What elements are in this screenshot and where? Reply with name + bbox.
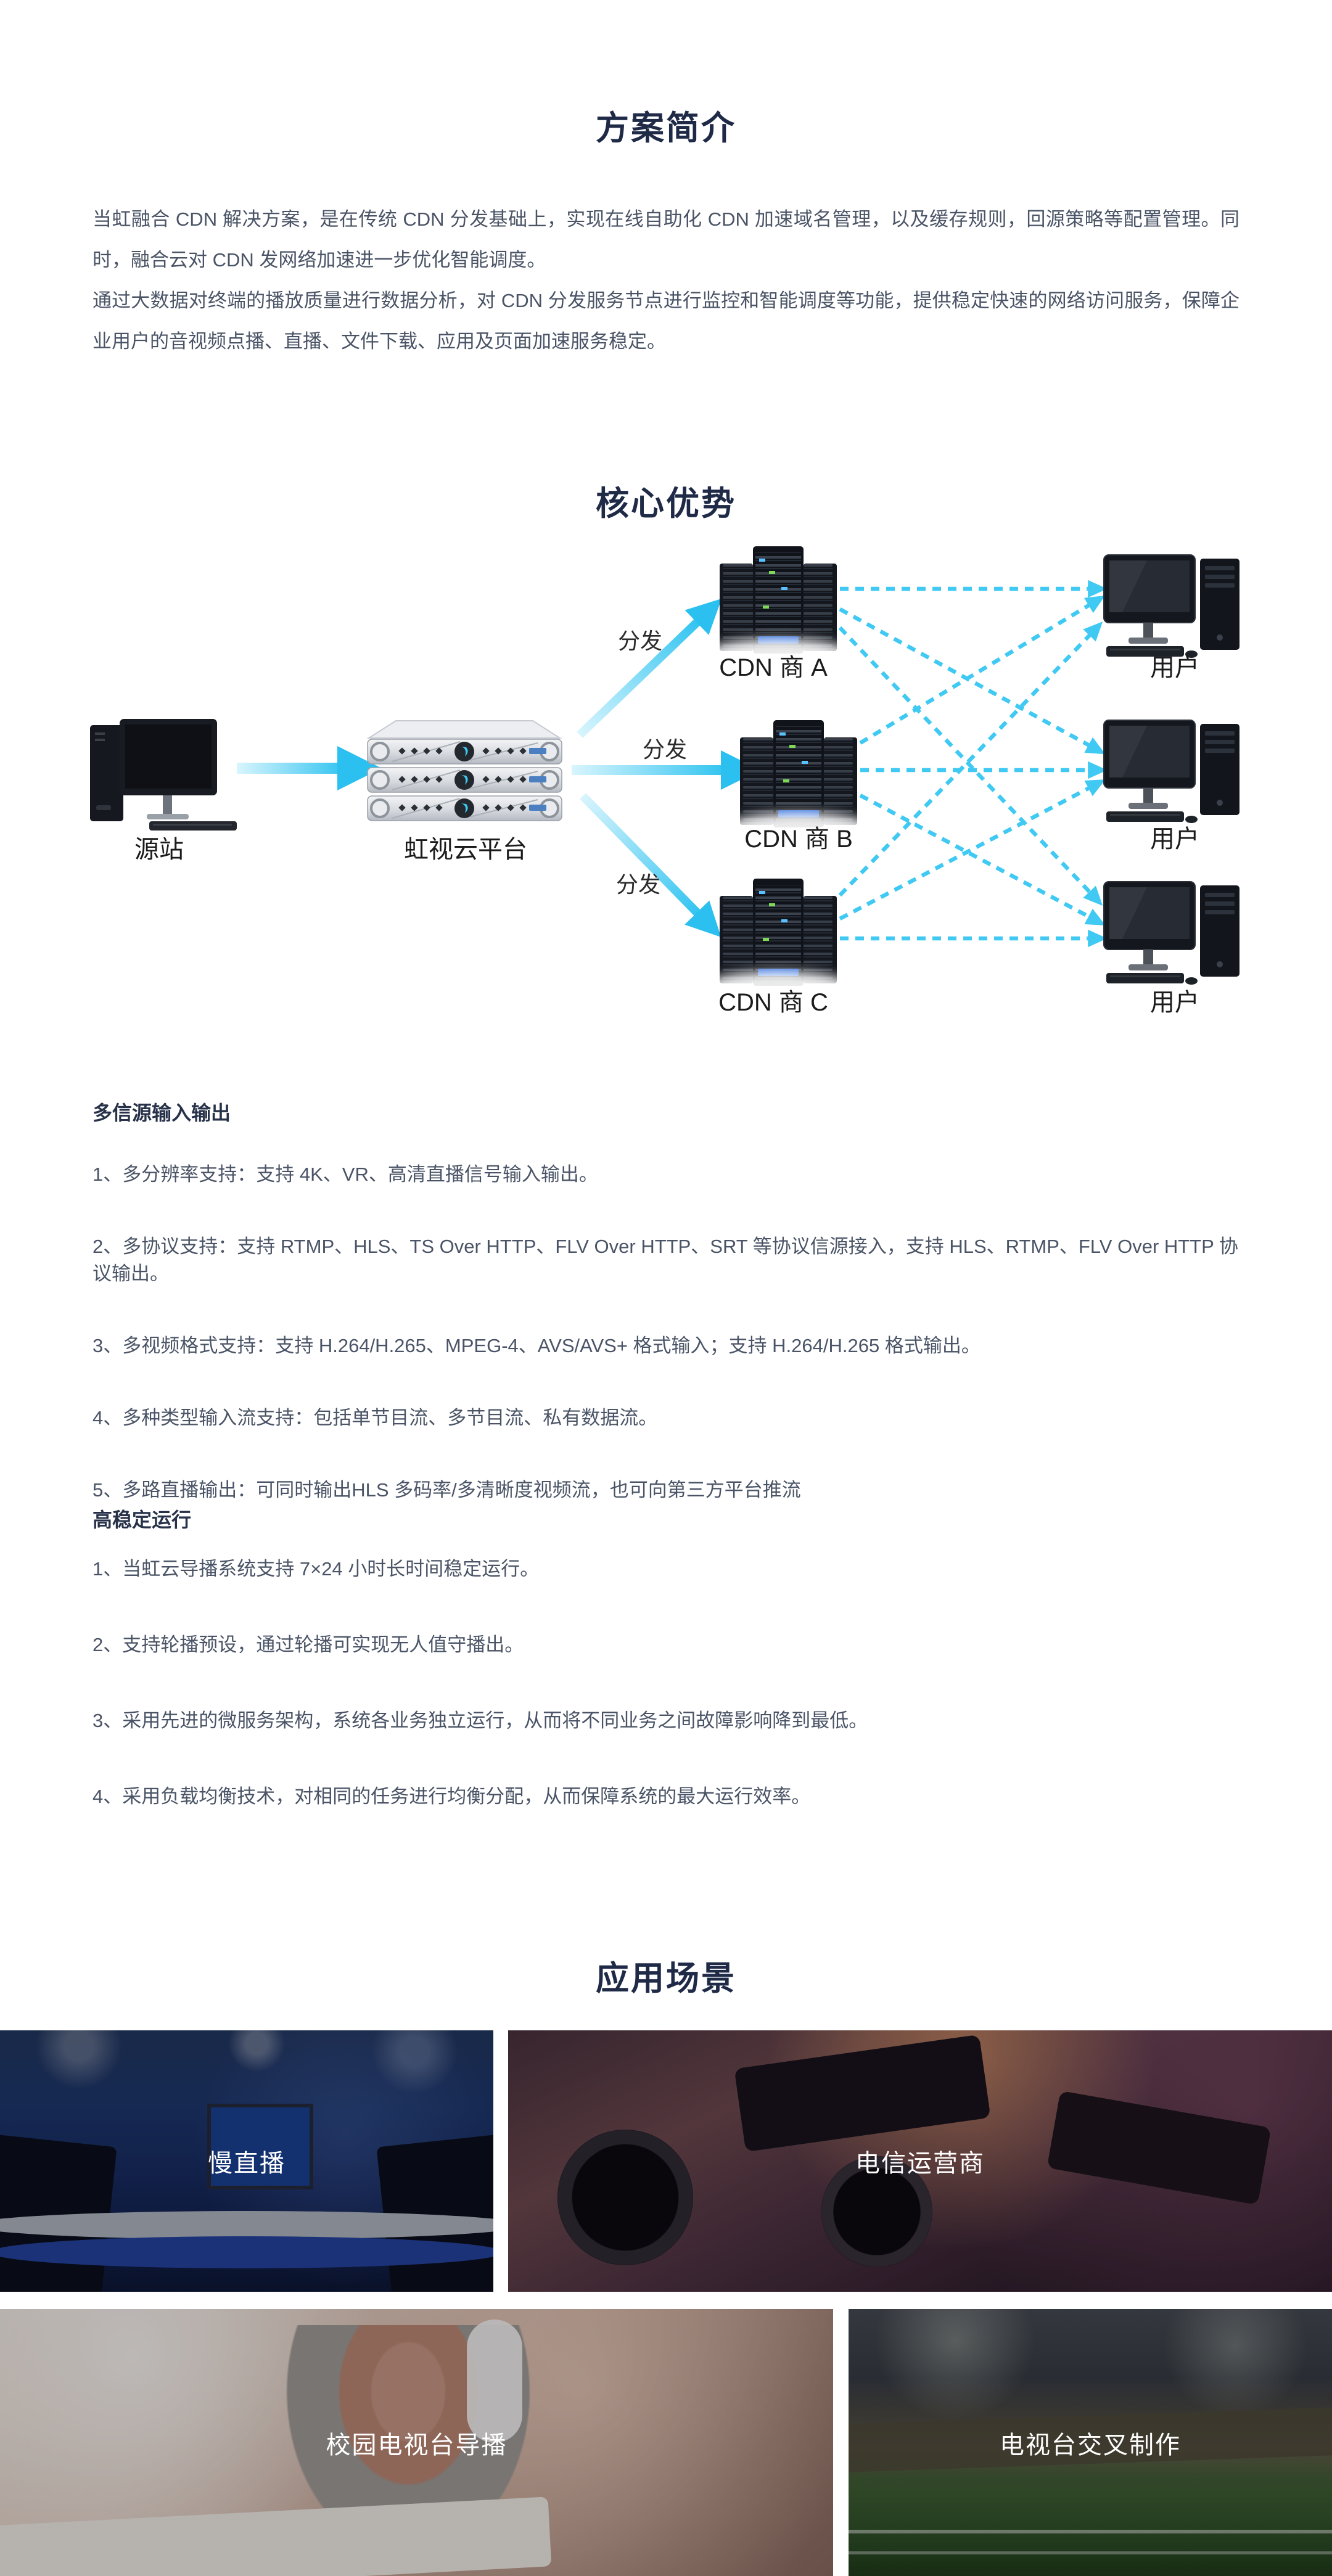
camera-lens-shape — [557, 2130, 694, 2266]
dark-overlay — [508, 2030, 1332, 2292]
distribute-label: 分发 — [616, 872, 660, 897]
platform-label: 虹视云平台 — [404, 836, 527, 863]
desktop-pc-icon — [1103, 720, 1240, 824]
field-line-shape — [849, 2551, 1332, 2555]
server-cluster-icon — [727, 720, 870, 842]
server-cluster-icon — [707, 879, 850, 1001]
cdn-architecture-svg: 源站 虹视云平台 CDN 商 A CDN 商 B CDN 商 C 用户 用户 用… — [90, 530, 1240, 1016]
feature-item: 4、多种类型输入流支持：包括单节目流、多节目流、私有数据流。 — [92, 1407, 658, 1429]
user-label: 用户 — [1150, 826, 1199, 853]
user-label: 用户 — [1150, 989, 1199, 1016]
section-heading: 高稳定运行 — [92, 1509, 192, 1531]
intro-paragraph: 当虹融合 CDN 解决方案，是在传统 CDN 分发基础上，实现在线自助化 CDN… — [92, 208, 1240, 271]
desktop-pc-icon — [1103, 881, 1240, 985]
feature-item: 4、采用负载均衡技术，对相同的任务进行均衡分配，从而保障系统的最大运行效率。 — [92, 1786, 811, 1807]
section-heading: 多信源输入输出 — [92, 1102, 231, 1124]
scenarios-title: 应用场景 — [596, 1960, 736, 1998]
studio-desk-shape — [0, 2236, 493, 2268]
field-line-shape — [849, 2529, 1332, 2533]
advantages-title: 核心优势 — [596, 485, 736, 523]
dark-overlay — [849, 2309, 1332, 2576]
workstation-icon — [90, 719, 237, 831]
arrow-platform-to-cdn-a — [577, 598, 722, 739]
scenario-card-tv-cross-production[interactable]: 电视台交叉制作 — [849, 2309, 1332, 2576]
page-title: 方案简介 — [596, 110, 736, 147]
rack-server-stack-icon — [368, 721, 562, 821]
studio-desk-shape — [0, 2211, 493, 2240]
camera-lens-shape — [821, 2156, 932, 2267]
dashed-arrows-cdn-to-users — [838, 580, 1108, 948]
feature-item: 3、多视频格式支持：支持 H.264/H.265、MPEG-4、AVS/AVS+… — [92, 1335, 980, 1356]
cdn-c-label: CDN 商 C — [718, 989, 828, 1016]
feature-item: 1、当虹云导播系统支持 7×24 小时长时间稳定运行。 — [92, 1558, 540, 1580]
scenario-card-campus-tv[interactable]: 校园电视台导播 — [0, 2309, 833, 2576]
distribute-label: 分发 — [643, 737, 687, 762]
server-cluster-icon — [707, 546, 850, 668]
card-label: 慢直播 — [208, 2150, 286, 2177]
card-label: 电视台交叉制作 — [1000, 2431, 1181, 2459]
dark-overlay — [0, 2030, 493, 2292]
feature-item: 1、多分辨率支持：支持 4K、VR、高清直播信号输入输出。 — [92, 1163, 598, 1185]
source-label: 源站 — [134, 836, 184, 863]
section-high-stability: 高稳定运行 1、当虹云导播系统支持 7×24 小时长时间稳定运行。 2、支持轮播… — [92, 1506, 1240, 1810]
dark-overlay — [0, 2309, 833, 2576]
solid-arrows — [237, 598, 760, 937]
section-multi-source-io: 多信源输入输出 1、多分辨率支持：支持 4K、VR、高清直播信号输入输出。 2、… — [92, 1099, 1240, 1504]
user-label: 用户 — [1150, 654, 1199, 681]
intro-paragraphs: 当虹融合 CDN 解决方案，是在传统 CDN 分发基础上，实现在线自助化 CDN… — [92, 199, 1240, 362]
feature-item: 3、采用先进的微服务架构，系统各业务独立运行，从而将不同业务之间故障影响降到最低… — [92, 1710, 868, 1731]
desktop-pc-icon — [1103, 554, 1240, 658]
feature-item: 2、多协议支持：支持 RTMP、HLS、TS Over HTTP、FLV Ove… — [92, 1236, 1238, 1284]
cdn-a-label: CDN 商 A — [719, 654, 828, 681]
feature-item: 5、多路直播输出：可同时输出HLS 多码率/多清晰度视频流，也可向第三方平台推流 — [92, 1479, 801, 1501]
card-label: 校园电视台导播 — [326, 2431, 508, 2459]
distribute-label: 分发 — [618, 628, 662, 654]
scenario-card-telecom-operator[interactable]: 电信运营商 — [508, 2030, 1332, 2292]
intro-paragraph: 通过大数据对终端的播放质量进行数据分析，对 CDN 分发服务节点进行监控和智能调… — [92, 290, 1240, 352]
scenario-card-slow-live[interactable]: 慢直播 — [0, 2030, 493, 2292]
cdn-architecture-diagram: 源站 虹视云平台 CDN 商 A CDN 商 B CDN 商 C 用户 用户 用… — [0, 530, 1332, 1048]
card-label: 电信运营商 — [855, 2150, 985, 2177]
feature-item: 2、支持轮播预设，通过轮播可实现无人值守播出。 — [92, 1634, 524, 1655]
cdn-b-label: CDN 商 B — [744, 826, 853, 853]
studio-screen-shape — [207, 2103, 313, 2189]
arrow-platform-to-cdn-c — [580, 793, 722, 937]
headphone-shape — [466, 2320, 522, 2443]
